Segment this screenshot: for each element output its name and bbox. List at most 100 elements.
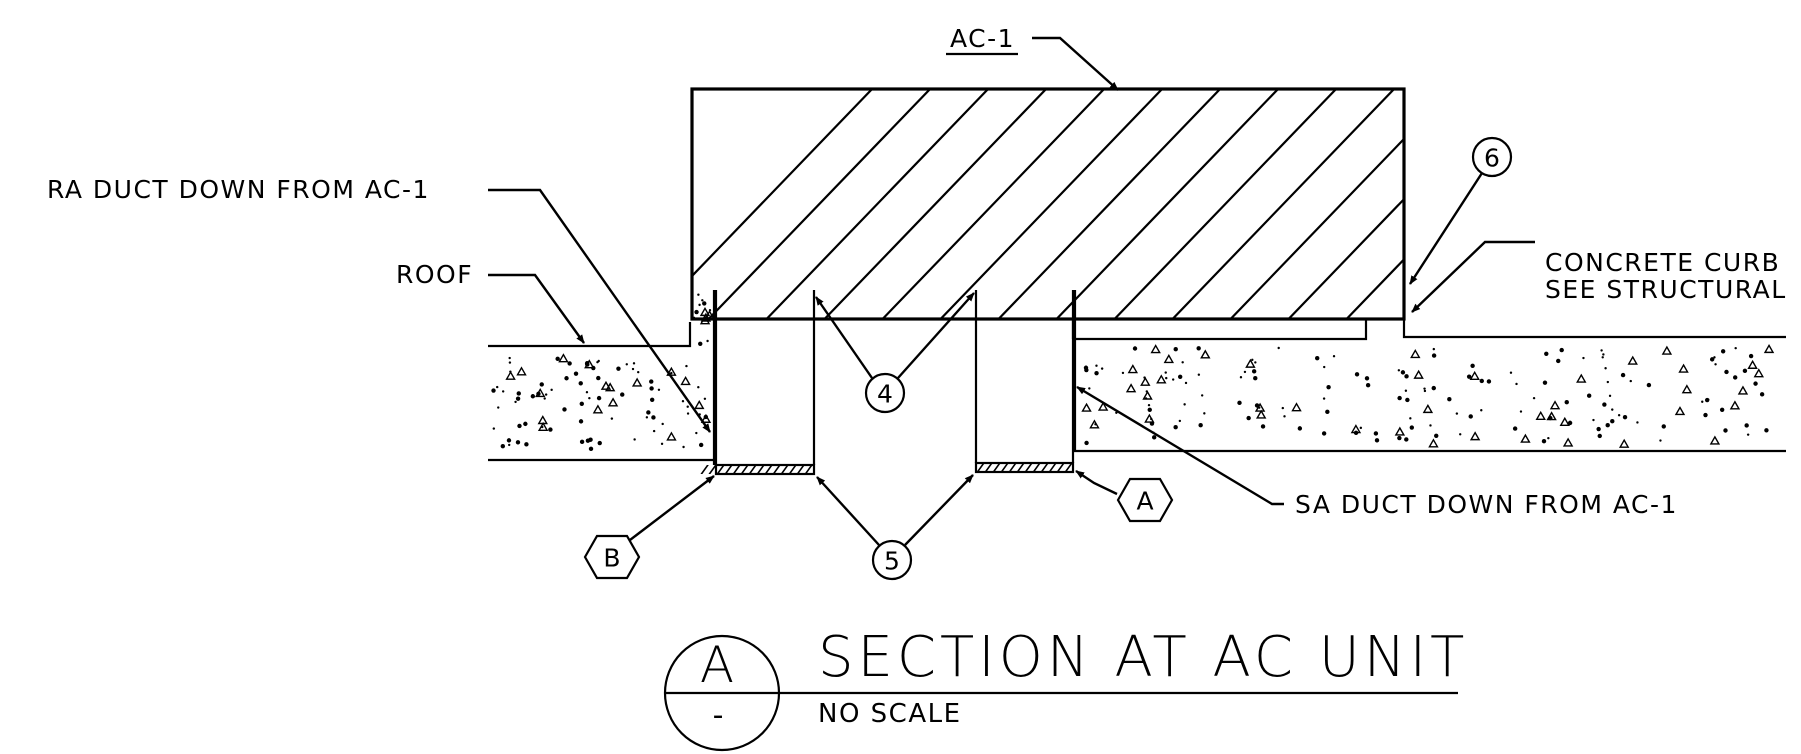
keynote-4: 4 — [815, 292, 975, 414]
aggregate-triangle — [537, 415, 548, 425]
aggregate-dot — [1260, 424, 1266, 429]
aggregate-triangle — [505, 370, 516, 380]
aggregate-dot — [1404, 389, 1408, 392]
section-title: SECTION AT AC UNIT — [818, 625, 1468, 690]
aggregate-dot — [515, 440, 521, 445]
aggregate-triangle — [607, 397, 619, 407]
aggregate-dot — [548, 427, 553, 432]
pad-hatch-line — [1040, 463, 1049, 472]
aggregate-dot — [1459, 433, 1462, 436]
aggregate-dot — [597, 440, 602, 446]
aggregate-dot — [1281, 406, 1285, 410]
aggregate-dot — [682, 445, 685, 449]
aggregate-dot — [657, 388, 661, 391]
aggregate-dot — [1620, 372, 1626, 378]
scale-note: NO SCALE — [818, 699, 962, 729]
aggregate-dot — [1541, 439, 1547, 444]
keynote-5: 5 — [816, 474, 974, 581]
aggregate-dot — [524, 442, 529, 447]
aggregate-dot — [1434, 433, 1439, 438]
aggregate-dot — [1164, 371, 1167, 374]
aggregate-dot — [1364, 376, 1370, 381]
aggregate-dot — [1181, 361, 1184, 364]
aggregate-dot — [1423, 389, 1427, 393]
aggregate-dot — [649, 379, 654, 384]
aggregate-triangle — [1097, 401, 1109, 411]
aggregate-dot — [1147, 407, 1152, 412]
aggregate-dot — [1470, 363, 1475, 368]
aggregate-dot — [1173, 347, 1178, 352]
aggregate-dot — [1432, 347, 1436, 351]
aggregate-dot — [686, 405, 689, 408]
aggregate-dot — [579, 439, 585, 445]
hatch-line — [997, 89, 1222, 319]
aggregate-dot — [1564, 400, 1569, 405]
aggregate-triangle — [535, 388, 546, 398]
aggregate-triangle — [1140, 376, 1151, 386]
aggregate-dot — [517, 423, 522, 429]
aggregate-dot — [1759, 392, 1765, 397]
aggregate-dot — [508, 356, 511, 360]
aggregate-dot — [694, 309, 699, 315]
pad-hatch-line — [764, 465, 773, 474]
aggregate-dot — [1400, 370, 1406, 375]
pad-hatch-line — [788, 465, 797, 474]
aggregate-dot — [1149, 421, 1155, 426]
aggregate-dot — [1605, 423, 1610, 428]
aggregate-dot — [562, 407, 567, 412]
aggregate-dot — [1556, 358, 1561, 364]
aggregate-dot — [1608, 394, 1612, 398]
keynote-4-text: 4 — [877, 380, 893, 409]
tag-a: A — [1075, 470, 1174, 523]
aggregate-dot — [1567, 420, 1573, 426]
keynote-5-leader-a — [816, 476, 880, 546]
aggregate-triangle — [1618, 438, 1630, 448]
aggregate-triangle — [592, 404, 604, 414]
hatch-line — [1287, 197, 1404, 319]
pad-hatch-line — [960, 460, 970, 474]
aggregate-dot — [497, 406, 500, 409]
aggregate-triangle — [700, 413, 712, 423]
aggregate-dot — [1659, 439, 1662, 442]
aggregate-dot — [1611, 408, 1614, 411]
pad-hatch-line — [1032, 463, 1041, 472]
aggregate-dot — [649, 386, 654, 391]
keynote-4-leader-b — [897, 292, 975, 379]
aggregate-dot — [544, 393, 548, 396]
aggregate-dot — [1661, 424, 1666, 429]
aggregate-triangle — [1410, 349, 1421, 359]
aggregate-triangle — [1156, 374, 1167, 384]
aggregate-dot — [660, 442, 664, 446]
aggregate-dot — [1173, 425, 1178, 430]
aggregate-triangle — [600, 380, 612, 390]
aggregate-triangle — [1562, 437, 1574, 447]
aggregate-dot — [588, 446, 594, 452]
pad-hatch-line — [796, 465, 805, 474]
aggregate-dot — [1254, 403, 1260, 408]
aggregate-triangle — [1753, 368, 1764, 378]
aggregate-dot — [578, 381, 583, 386]
aggregate-dot — [1197, 373, 1201, 376]
aggregate-dot — [585, 391, 589, 394]
aggregate-dot — [620, 392, 625, 397]
aggregate-triangle — [1254, 402, 1266, 412]
aggregate-dot — [1253, 376, 1258, 381]
title-block: A - SECTION AT AC UNIT NO SCALE — [663, 625, 1468, 752]
pad-hatch-line — [740, 465, 749, 474]
aggregate-dot — [1601, 356, 1604, 359]
aggregate-dot — [1094, 370, 1099, 376]
aggregate-dot — [1323, 365, 1326, 369]
aggregate-triangle — [1150, 344, 1161, 354]
aggregate-dot — [1720, 349, 1726, 354]
aggregate-dot — [1455, 412, 1459, 415]
aggregate-triangle — [1576, 373, 1587, 383]
aggregate-dot — [1088, 387, 1091, 390]
aggregate-dot — [697, 385, 700, 389]
section-sheet: - — [713, 698, 724, 733]
hatch-line — [939, 89, 1164, 319]
aggregate-dot — [1332, 354, 1336, 358]
aggregate-dot — [1405, 397, 1410, 403]
aggregate-triangle — [1428, 438, 1439, 448]
aggregate-dot — [492, 427, 496, 430]
aggregate-dot — [1544, 351, 1549, 357]
